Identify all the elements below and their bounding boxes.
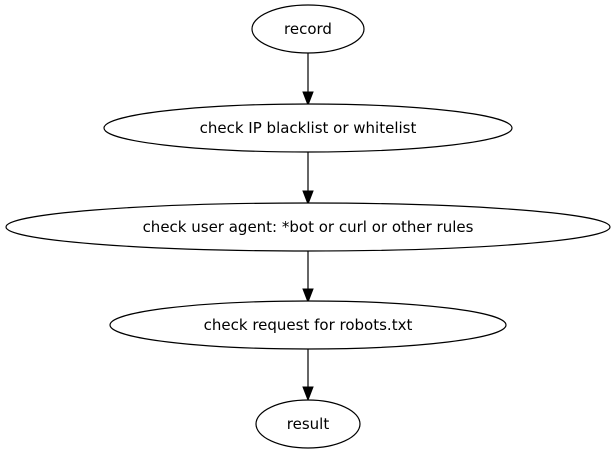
node-check-user-agent-label: check user agent: *bot or curl or other … xyxy=(143,218,474,236)
node-check-ip: check IP blacklist or whitelist xyxy=(103,103,513,153)
node-record: record xyxy=(251,4,365,54)
node-result-label: result xyxy=(287,415,330,433)
edge-ip-to-ua xyxy=(302,152,314,206)
node-result: result xyxy=(255,399,361,449)
edge-ua-to-robots xyxy=(302,251,314,304)
node-check-robots-label: check request for robots.txt xyxy=(204,316,413,334)
node-check-user-agent: check user agent: *bot or curl or other … xyxy=(5,202,611,252)
edge-record-to-ip xyxy=(302,53,314,107)
node-record-label: record xyxy=(284,20,332,38)
node-check-ip-label: check IP blacklist or whitelist xyxy=(200,119,417,137)
edge-robots-to-result xyxy=(302,349,314,402)
node-check-robots: check request for robots.txt xyxy=(109,300,507,350)
